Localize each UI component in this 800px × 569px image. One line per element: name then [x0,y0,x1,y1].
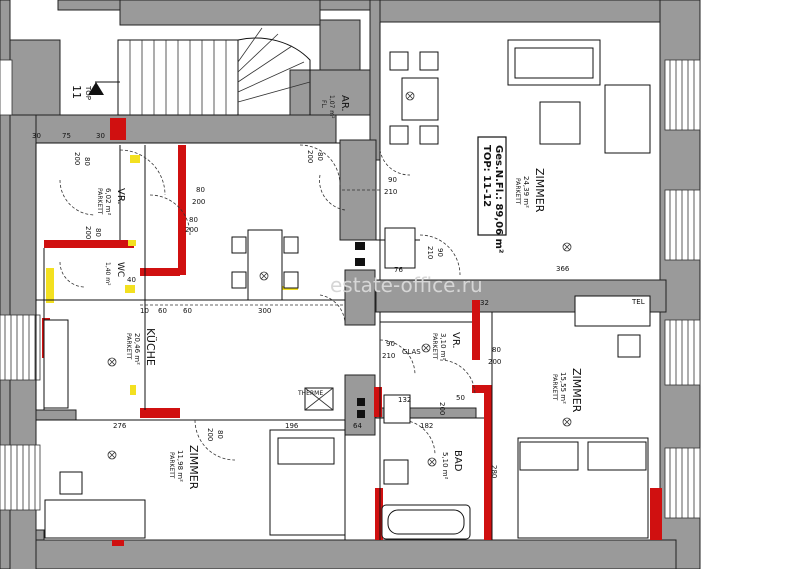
dim-door-c-h: 200 [185,226,198,234]
dim-90-210-a-h: 210 [384,188,397,196]
dim-76: 76 [394,266,403,274]
dim-30b: 30 [96,132,105,140]
zimmer3-floor: PARKETT [168,452,175,479]
vr1-name: VR. [115,188,126,205]
stair-label: TOP [84,85,92,100]
ar-floor: FL. [320,100,327,109]
dim-10: 10 [140,307,149,315]
vr2-name: VR. [450,332,461,349]
label-therme: THERME [297,390,323,397]
ar-name: AR. [339,95,350,112]
zimmer3-area: 11,98 m² [176,450,184,482]
zimmer2-area: 15,55 m² [559,372,567,404]
dim-90-210-b-h: 210 [426,246,434,259]
dim-door-f-w: 80 [492,346,501,354]
dim-90-210-c-h: 210 [382,352,395,360]
dim-door-e-w: 80 [94,228,102,237]
dim-300: 300 [258,307,271,315]
wc-name: WC [115,262,125,277]
dim-64: 64 [353,422,362,430]
zimmer1-floor: PARKETT [514,178,521,205]
dim-door-a-h: 200 [73,152,81,165]
label-tel: TEL [631,298,645,306]
bad-area: 5,10 m² [441,452,449,480]
label-glas: GLAS [402,348,421,356]
dim-door-d-w: 80 [316,152,324,161]
dimension-labels: 30 75 30 80 200 80 200 80 200 80 200 80 … [32,132,645,478]
ar-area: 1,07 m² [328,95,335,119]
unit-box [477,136,507,236]
light-fixtures [107,91,572,467]
dim-door-b-h: 200 [192,198,205,206]
dim-60a: 60 [158,307,167,315]
windows [0,59,701,519]
dim-50: 50 [456,394,465,402]
staircase [88,19,361,116]
dim-132: 132 [398,396,411,404]
vr2-area: 3,10 m² [439,333,447,361]
dim-196: 196 [285,422,299,430]
dim-door-g-w: 80 [216,430,224,439]
watermark: estate-office.ru [330,273,483,297]
dim-30a: 30 [32,132,41,140]
zimmer2-floor: PARKETT [551,374,558,401]
dim-40: 40 [127,276,136,284]
dim-90-210-b-w: 90 [436,248,444,257]
dim-366: 366 [556,265,570,273]
room-labels: ZIMMER 24,39 m² PARKETT ZIMMER 15,55 m² … [96,95,583,490]
zimmer2-name: ZIMMER [570,368,583,413]
furniture [43,39,651,540]
dim-182: 182 [420,422,433,430]
zimmer3-name: ZIMMER [187,445,200,490]
stair-number: 11 [70,85,83,99]
dim-280: 280 [490,465,498,478]
dim-door-e-h: 200 [84,226,92,239]
dim-90-210-a-w: 90 [388,176,397,184]
dim-door-c-w: 80 [189,216,198,224]
bad-name: BAD [452,450,463,472]
new-walls [42,118,662,546]
vr1-floor: PARKETT [96,188,103,215]
dim-75: 75 [62,132,71,140]
dim-200: 200 [438,402,446,415]
dim-276: 276 [113,422,127,430]
dim-90-210-c-w: 90 [386,340,395,348]
dim-door-a-w: 80 [83,157,91,166]
dim-door-d-h: 200 [306,150,314,163]
unit-top: TOP: 11-12 [481,145,492,207]
vr2-floor: PARKETT [431,333,438,360]
vr1-area: 6,02 m² [104,188,112,216]
dim-32: 32 [480,299,489,307]
kueche-name: KÜCHE [144,328,157,366]
dim-60b: 60 [183,307,192,315]
unit-area: Ges.N.Fl.: 89,06 m² [493,145,504,253]
kueche-floor: PARKETT [125,333,132,360]
zimmer1-area: 24,39 m² [522,176,530,208]
zimmer1-name: ZIMMER [533,168,546,213]
dim-door-g-h: 200 [206,428,214,441]
door-swings [59,144,476,461]
dim-door-b-w: 80 [196,186,205,194]
wc-area: 1,40 m² [104,262,111,286]
kueche-area: 20,46 m² [133,333,141,365]
dim-door-f-h: 200 [488,358,501,366]
